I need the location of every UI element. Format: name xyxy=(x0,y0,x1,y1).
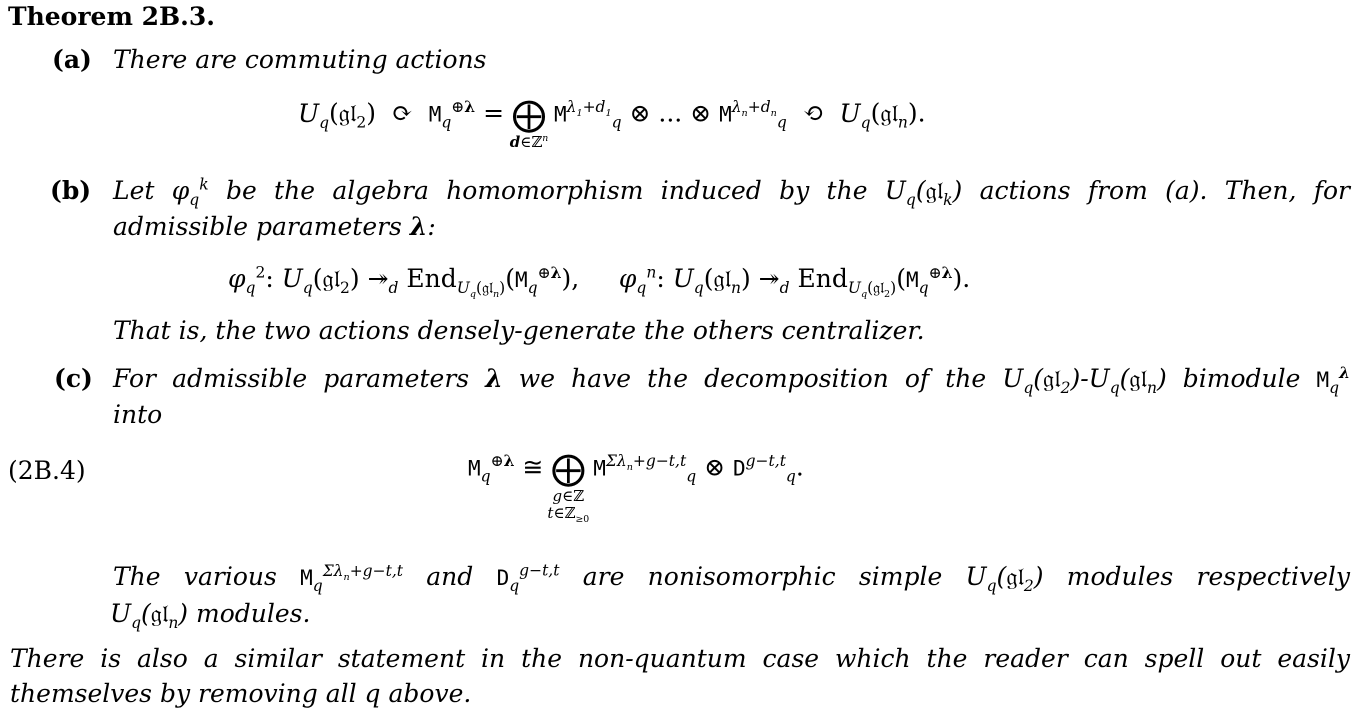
equation-homomorphisms: φq2: Uq(𝔤𝔩2) ↠d EndUq(𝔤𝔩n)(Mq⊕λ), φqn: U… xyxy=(228,262,971,301)
item-c-after-line2: Uq(𝔤𝔩n) modules. xyxy=(110,599,311,632)
item-a-text: There are commuting actions xyxy=(113,45,487,74)
equation-number: (2B.4) xyxy=(8,456,86,485)
equation-commuting-actions: Uq(𝔤𝔩2) ⟳ Mq⊕λ = ⨁d∈ℤn Mλ1+d1q ⊗ ... ⊗ M… xyxy=(298,95,926,151)
item-c-label: (c) xyxy=(54,364,93,393)
item-c-line1: For admissible parameters λ we have the … xyxy=(113,362,1350,397)
remark-line1: There is also a similar statement in the… xyxy=(10,644,1350,673)
theorem-title: Theorem 2B.3. xyxy=(8,2,215,31)
item-c-after-line1: The various MqΣλn+g−t,t and Dqg−t,t are … xyxy=(113,561,1350,595)
item-c-line2: into xyxy=(113,400,163,429)
item-b-line1: Let φqk be the algebra homomorphism indu… xyxy=(113,175,1350,209)
item-b-line2: admissible parameters λ: xyxy=(113,212,436,241)
item-a-label: (a) xyxy=(52,45,92,74)
item-b-label: (b) xyxy=(50,176,92,205)
item-b-after: That is, the two actions densely-generat… xyxy=(113,316,925,345)
remark-line2: themselves by removing all q above. xyxy=(10,679,472,708)
